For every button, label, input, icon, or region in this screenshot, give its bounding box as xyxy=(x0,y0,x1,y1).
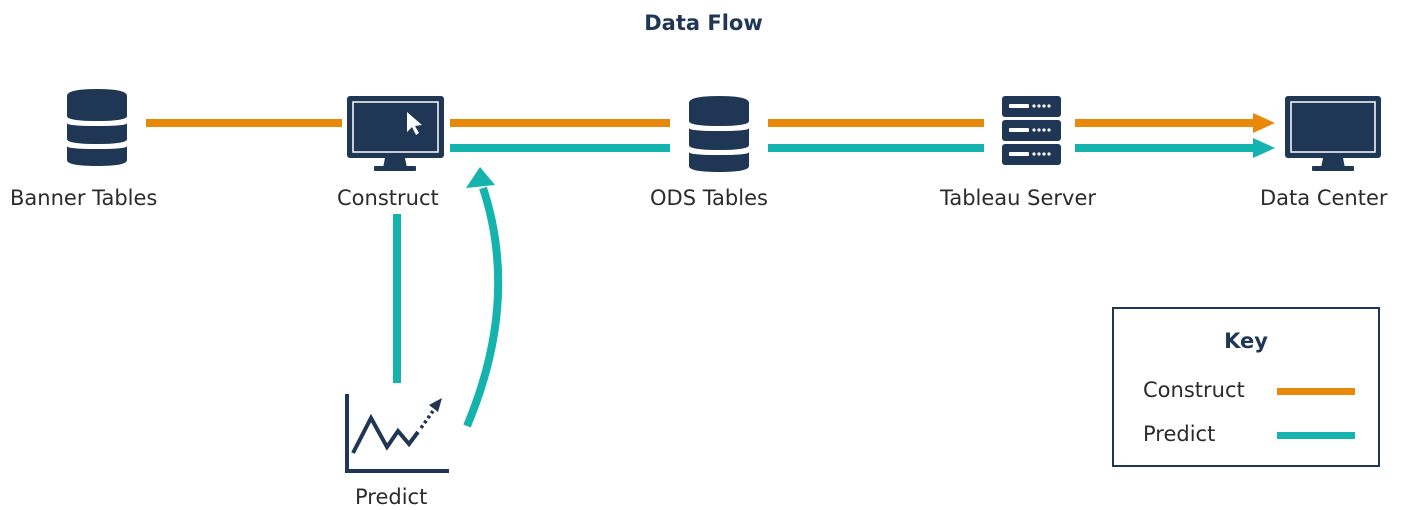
node-label-construct: Construct xyxy=(337,186,439,210)
node-label-ods-tables: ODS Tables xyxy=(650,186,768,210)
legend-swatch-construct xyxy=(1277,388,1355,395)
construct-arrowhead xyxy=(1253,113,1275,133)
legend-box: Key Construct Predict xyxy=(1112,307,1380,467)
monitor-icon xyxy=(1285,96,1381,171)
legend-label-predict: Predict xyxy=(1143,422,1216,446)
predict-arrowhead xyxy=(1253,138,1275,158)
node-label-banner-tables: Banner Tables xyxy=(10,186,158,210)
server-icon xyxy=(1002,96,1061,165)
node-label-tableau-server: Tableau Server xyxy=(940,186,1097,210)
database-icon xyxy=(689,96,749,172)
node-label-predict: Predict xyxy=(355,485,428,509)
trend-chart-icon xyxy=(345,394,449,473)
predict-curved-arrow-path xyxy=(463,186,503,428)
legend-label-construct: Construct xyxy=(1143,378,1245,402)
predict-flow-lines xyxy=(393,144,1255,428)
database-icon xyxy=(67,89,127,166)
diagram-title: Data Flow xyxy=(644,11,763,35)
node-label-data-center: Data Center xyxy=(1260,186,1388,210)
predict-curved-arrowhead xyxy=(466,167,495,188)
monitor-cursor-icon xyxy=(347,96,444,171)
legend-swatch-predict xyxy=(1277,432,1355,439)
legend-title: Key xyxy=(1224,329,1268,353)
